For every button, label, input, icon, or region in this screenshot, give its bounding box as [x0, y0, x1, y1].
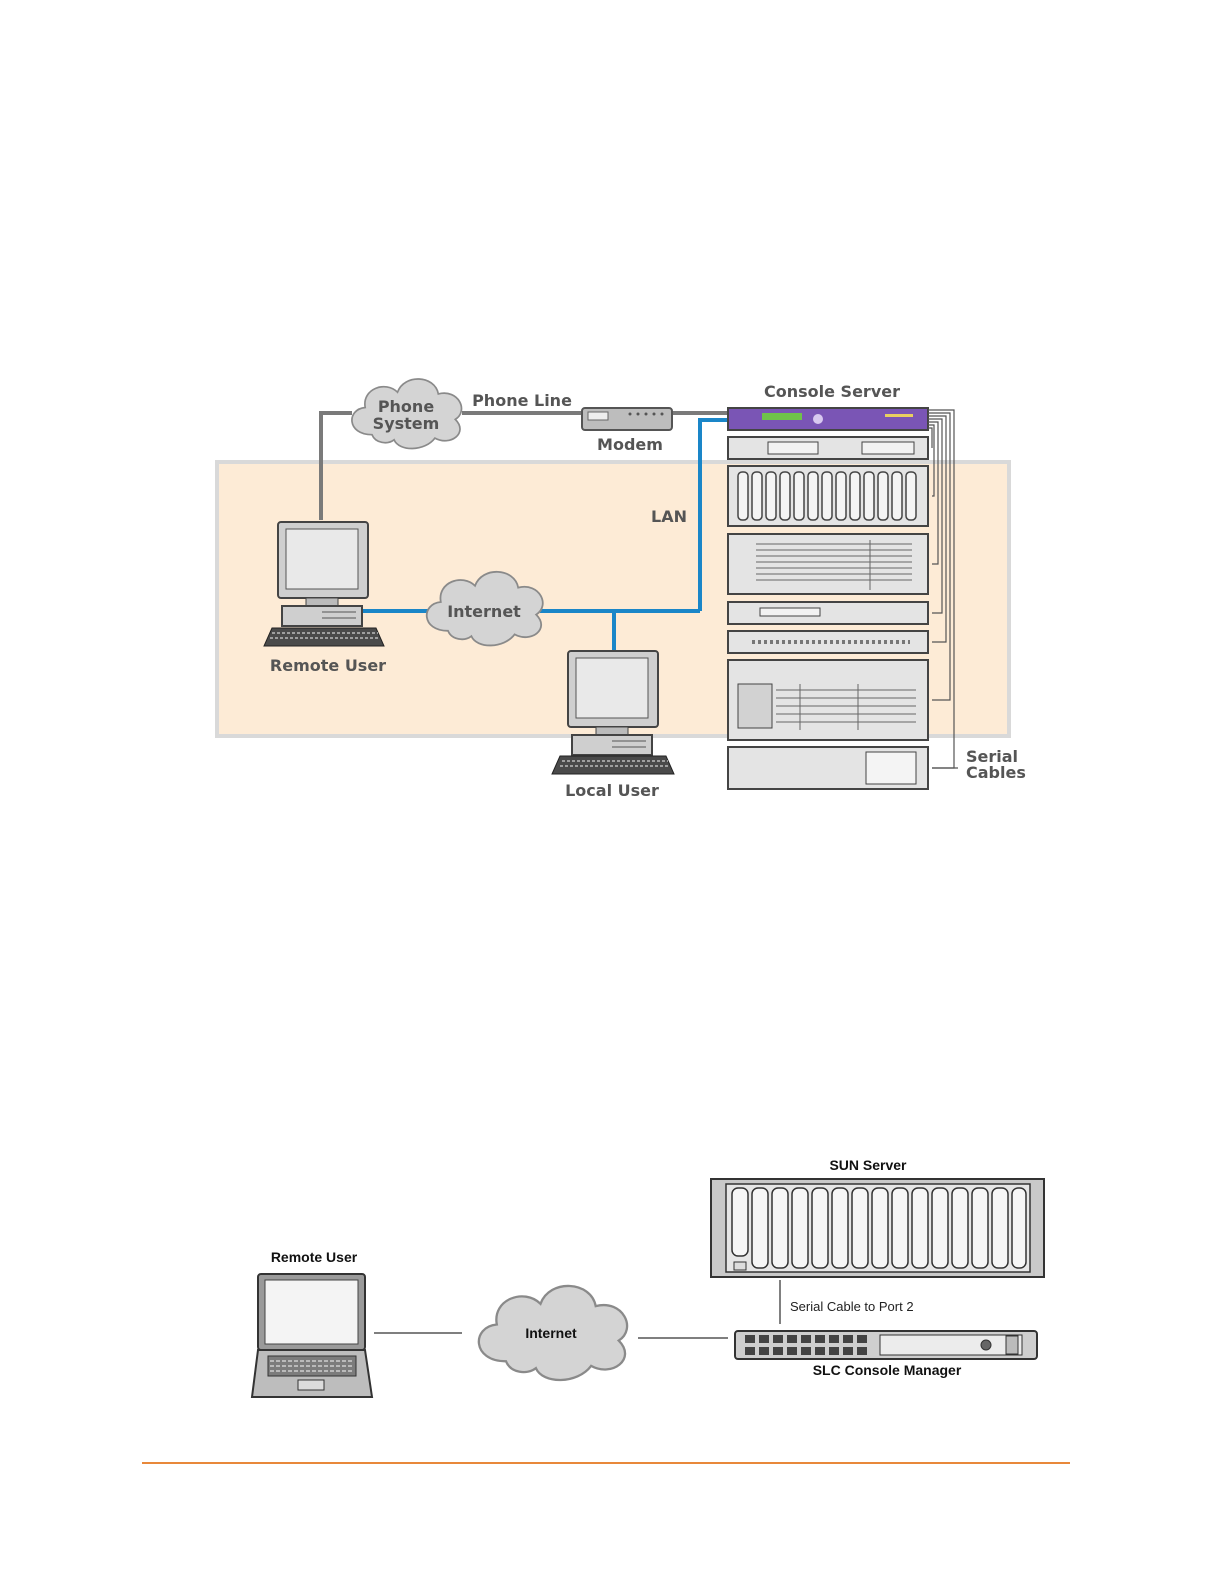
phone-line-label: Phone Line	[472, 391, 572, 410]
serial-cable-label: Serial Cable to Port 2	[790, 1299, 914, 1314]
sun-server-label: SUN Server	[829, 1157, 907, 1173]
figure-2: SUN Server Remote User Internet Serial C…	[252, 1157, 1044, 1397]
console-server-label: Console Server	[764, 382, 900, 401]
local-user-label: Local User	[565, 781, 659, 800]
phone-system-label-2: System	[373, 414, 440, 433]
slc-console-manager-icon	[735, 1331, 1037, 1359]
lan-label: LAN	[651, 507, 687, 526]
rack-unit-vented	[728, 534, 928, 594]
internet-label: Internet	[525, 1325, 577, 1341]
footer-rule	[142, 1462, 1070, 1464]
internet-label: Internet	[447, 602, 521, 621]
rack-unit	[728, 602, 928, 624]
serial-cables-label-2: Cables	[966, 763, 1026, 782]
remote-user-label: Remote User	[270, 656, 386, 675]
sun-server-icon	[711, 1179, 1044, 1277]
laptop-icon	[252, 1274, 372, 1397]
figure-1: Phone System Phone Line Modem Console Se…	[217, 379, 1026, 800]
slc-console-manager-label: SLC Console Manager	[813, 1362, 962, 1378]
remote-user-label: Remote User	[271, 1249, 358, 1265]
console-server-icon	[728, 408, 928, 430]
local-user-computer-icon	[552, 651, 674, 774]
modem-label: Modem	[597, 435, 663, 454]
modem-icon	[582, 408, 672, 430]
